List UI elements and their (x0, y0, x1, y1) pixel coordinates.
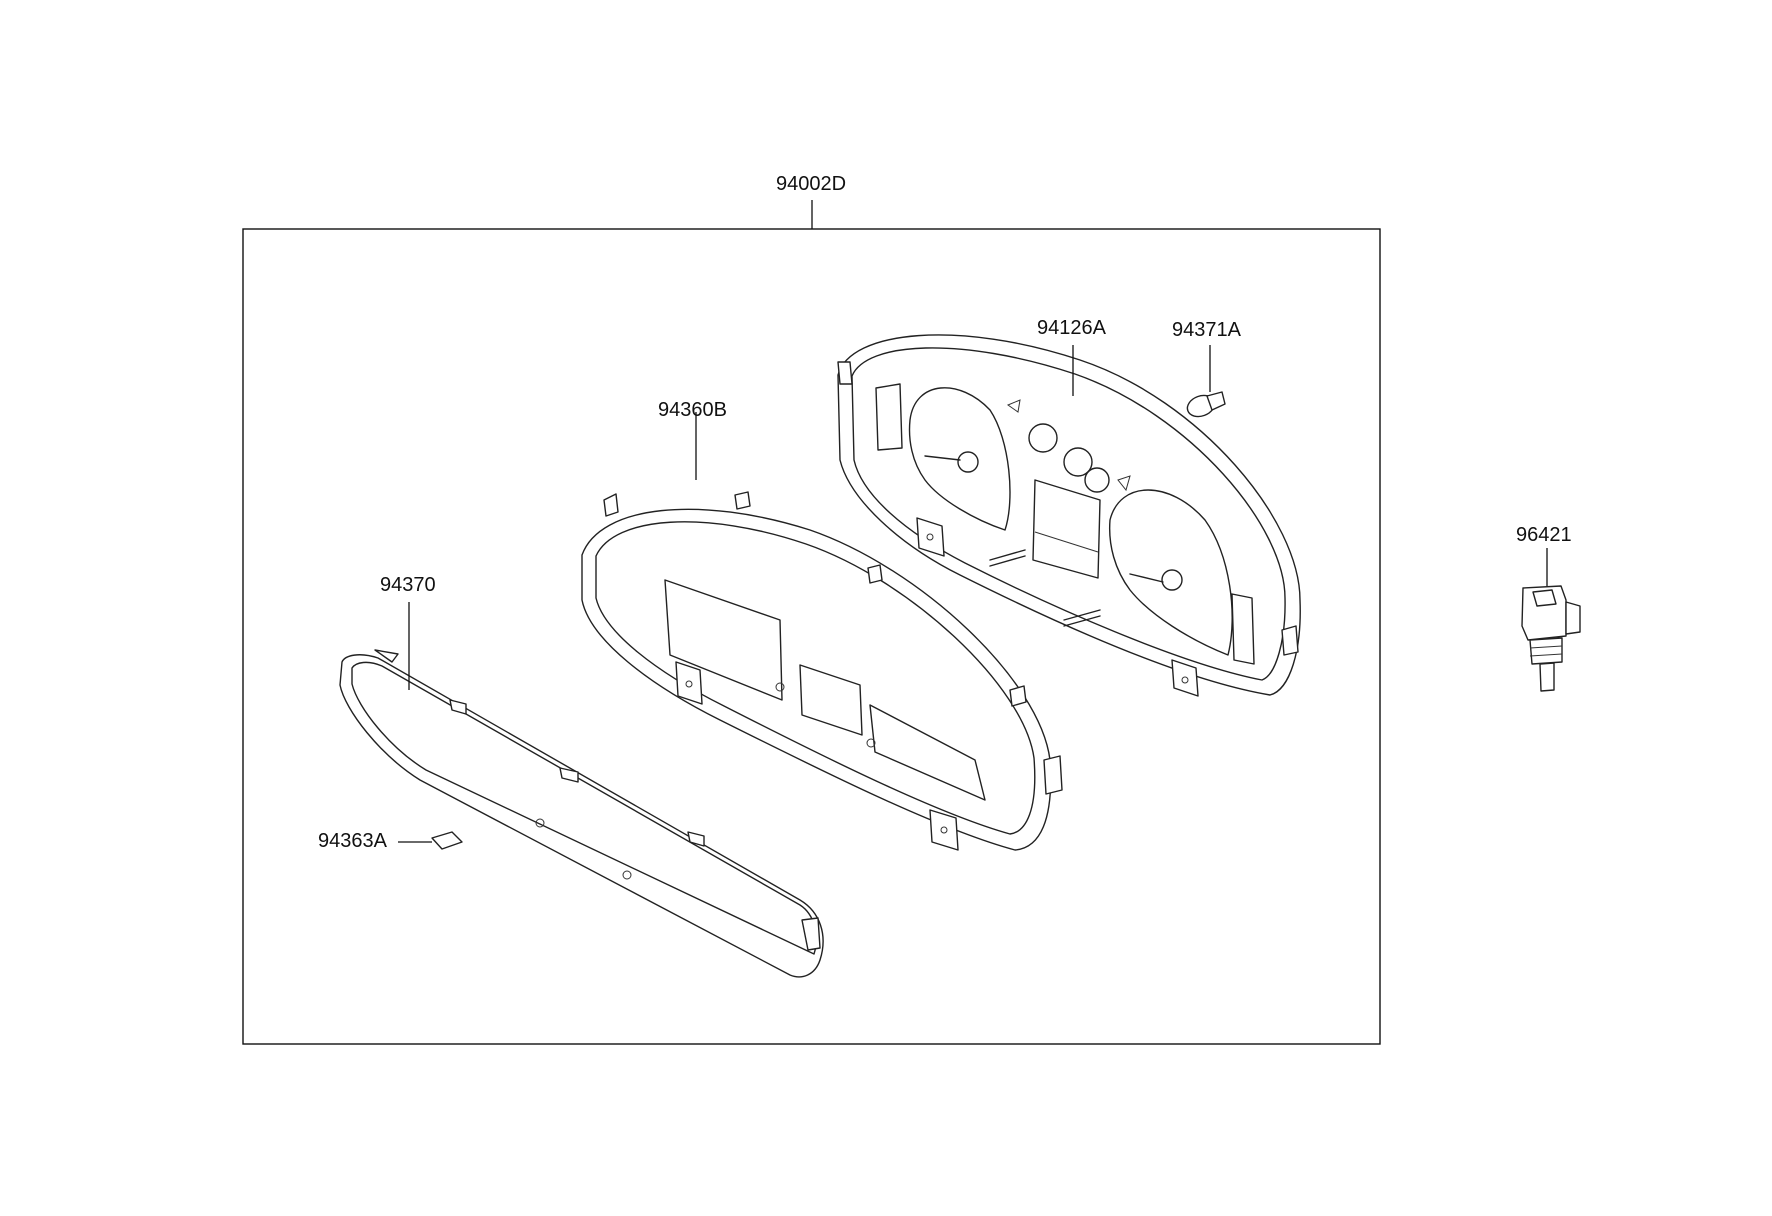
lens-part (339, 649, 824, 978)
label-lens: 94370 (380, 574, 436, 596)
label-housing: 94360B (658, 399, 727, 421)
clip-part (398, 831, 463, 850)
label-bulb: 94371A (1172, 319, 1241, 341)
sensor-part (1521, 548, 1581, 692)
housing-part (581, 491, 1063, 851)
label-clip: 94363A (318, 830, 387, 852)
label-assembly: 94002D (776, 173, 847, 195)
label-gauge-panel: 94126A (1037, 317, 1106, 339)
bulb-part (1186, 345, 1226, 418)
gauge-panel-part (837, 334, 1301, 697)
label-sensor: 96421 (1516, 524, 1572, 546)
